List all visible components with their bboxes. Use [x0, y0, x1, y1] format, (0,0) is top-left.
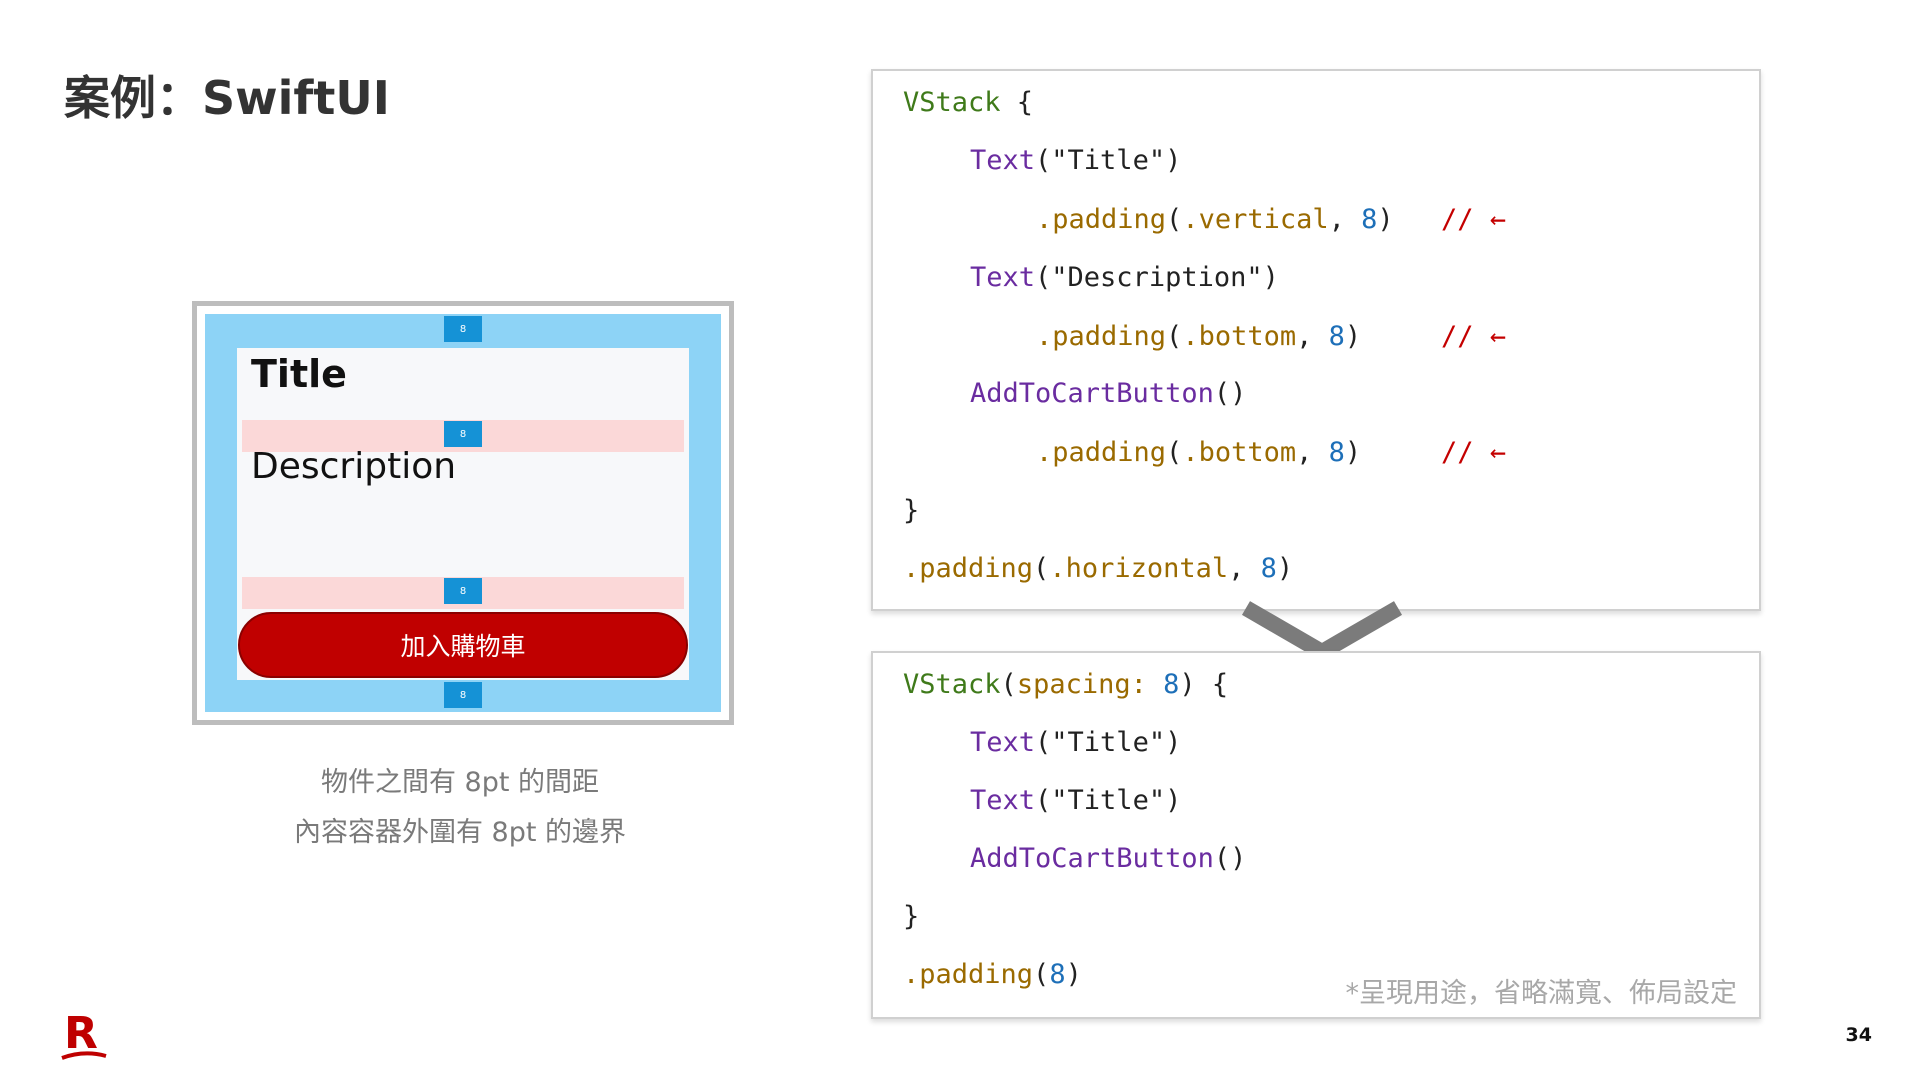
caption-line: 內容容器外圍有 8pt 的邊界: [293, 817, 627, 848]
spacing-marker: 8: [444, 682, 482, 708]
code-token: ): [1344, 321, 1362, 352]
code-token: Text: [970, 145, 1036, 176]
code-token: VStack: [903, 87, 1001, 118]
code-token: (: [1166, 437, 1183, 468]
code-token: ): [1377, 204, 1394, 235]
mockup-title: Title: [251, 352, 347, 396]
code-line: .padding(.bottom, 8): [1036, 437, 1361, 468]
code-comment: // ←: [1441, 321, 1507, 352]
code-token: .padding: [903, 959, 1034, 990]
code-token: ("Title"): [1035, 145, 1182, 176]
code-token: (: [1166, 321, 1183, 352]
code-token: ("Title"): [1035, 727, 1182, 758]
code-token: .padding: [903, 553, 1034, 584]
code-token: ,: [1296, 321, 1329, 352]
mockup-description: Description: [251, 446, 457, 487]
code-line: AddToCartButton(): [970, 843, 1246, 874]
code-line: VStack {: [903, 87, 1033, 118]
code-comment: // ←: [1441, 437, 1507, 468]
code-token: ): [1065, 959, 1082, 990]
code-token: ,: [1328, 204, 1362, 235]
rakuten-r-logo: R: [61, 1010, 107, 1060]
code-token: (: [1000, 669, 1017, 700]
code-token: {: [1000, 87, 1034, 118]
code-line: Text("Title"): [970, 727, 1181, 758]
content-card: Title Description 加入購物車: [237, 348, 689, 680]
code-token: ,: [1296, 437, 1329, 468]
code-token: (: [1033, 959, 1050, 990]
add-to-cart-button[interactable]: 加入購物車: [238, 612, 688, 678]
code-block-after: VStack(spacing: 8) { Text("Title") Text(…: [871, 651, 1761, 1019]
code-line: .padding(.bottom, 8): [1036, 321, 1361, 352]
layout-mockup: Title Description 加入購物車 8 8 8 8: [192, 301, 734, 725]
code-token: Text: [970, 727, 1036, 758]
code-line: Text("Title"): [970, 785, 1181, 816]
spacing-marker: 8: [444, 578, 482, 604]
code-line: .padding(.vertical, 8): [1036, 204, 1394, 235]
code-token: (): [1213, 843, 1247, 874]
code-token: 8: [1328, 437, 1345, 468]
code-token: .bottom: [1182, 321, 1297, 352]
code-comment: // ←: [1441, 204, 1507, 235]
code-token: ): [1276, 553, 1294, 584]
code-token: spacing:: [1016, 669, 1147, 700]
code-line: Text("Title"): [970, 145, 1181, 176]
code-token: .horizontal: [1049, 553, 1229, 584]
page-title: 案例：SwiftUI: [64, 71, 390, 125]
code-token: (: [1166, 204, 1183, 235]
code-token: .padding: [1036, 437, 1167, 468]
code-token: 8: [1260, 553, 1277, 584]
code-token: (: [1033, 553, 1050, 584]
code-block-before: VStack { Text("Title") .padding(.vertica…: [871, 69, 1761, 611]
code-token: 8: [1163, 669, 1180, 700]
code-token: [1147, 669, 1163, 700]
code-line: Text("Description"): [970, 262, 1279, 293]
code-token: VStack: [903, 669, 1001, 700]
code-token: AddToCartButton: [970, 378, 1214, 409]
code-token: (): [1213, 378, 1247, 409]
page-number: 34: [1845, 1024, 1872, 1046]
code-token: 8: [1361, 204, 1378, 235]
code-line: AddToCartButton(): [970, 378, 1246, 409]
code-line: .padding(8): [903, 959, 1082, 990]
footnote: *呈現用途，省略滿寬、佈局設定: [1345, 978, 1738, 1009]
code-token: .padding: [1036, 204, 1167, 235]
outer-padding-area: Title Description 加入購物車 8 8 8 8: [205, 314, 721, 712]
code-token: ) {: [1179, 669, 1229, 700]
code-token: .padding: [1036, 321, 1167, 352]
spacing-marker: 8: [444, 421, 482, 447]
code-token: ("Title"): [1035, 785, 1182, 816]
spacing-marker: 8: [444, 316, 482, 342]
code-line: }: [903, 495, 920, 526]
code-line: }: [903, 901, 920, 932]
code-token: .bottom: [1182, 437, 1297, 468]
code-token: Text: [970, 262, 1036, 293]
code-token: Text: [970, 785, 1036, 816]
svg-text:R: R: [64, 1010, 98, 1059]
code-token: ,: [1228, 553, 1261, 584]
caption-line: 物件之間有 8pt 的間距: [320, 767, 600, 798]
code-line: .padding(.horizontal, 8): [903, 553, 1293, 584]
code-line: VStack(spacing: 8) {: [903, 669, 1228, 700]
code-token: ): [1344, 437, 1362, 468]
code-token: ("Description"): [1035, 262, 1279, 293]
code-token: 8: [1049, 959, 1066, 990]
code-token: AddToCartButton: [970, 843, 1214, 874]
code-token: 8: [1328, 321, 1345, 352]
code-token: .vertical: [1182, 204, 1329, 235]
